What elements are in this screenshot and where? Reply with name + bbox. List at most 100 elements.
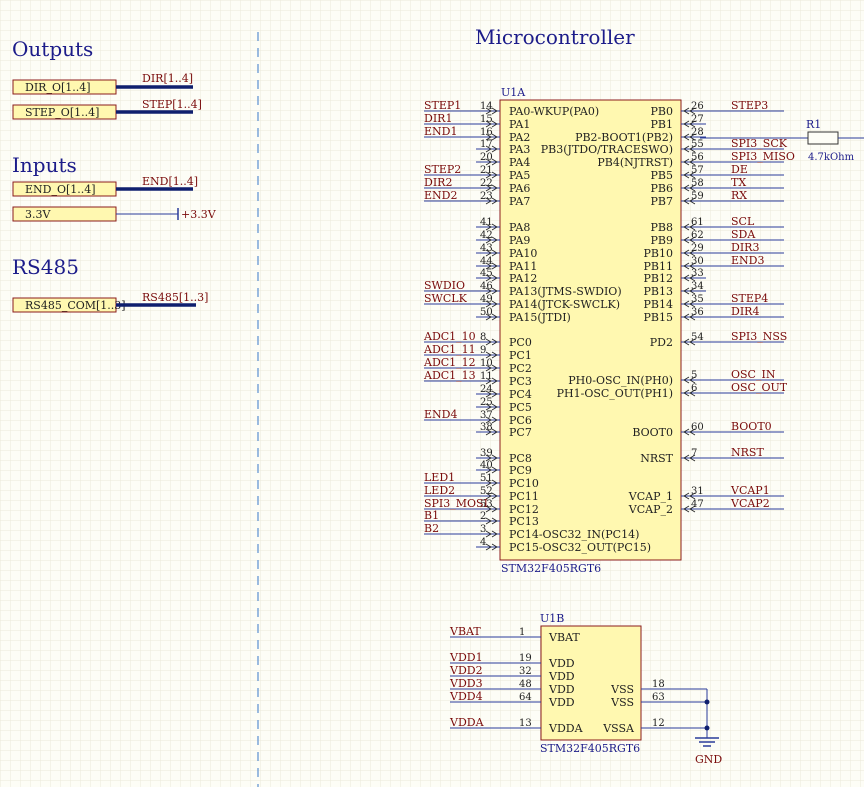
pin-number: 61 <box>691 217 704 228</box>
pin-number: 28 <box>691 127 704 138</box>
port-step-o[interactable]: STEP_O[1..4] <box>12 104 117 120</box>
pin-number: 21 <box>480 165 493 176</box>
port-step-o-label: STEP_O[1..4] <box>25 106 99 119</box>
port-dir-o[interactable]: DIR_O[1..4] <box>12 79 117 95</box>
pin-number: 55 <box>691 139 704 150</box>
net-label: OSC_OUT <box>731 381 788 394</box>
pin-number: 44 <box>480 256 493 267</box>
pin-name: PB12 <box>644 272 673 285</box>
pin-name: PB15 <box>644 311 673 324</box>
pin-name: PA7 <box>509 195 530 208</box>
microcontroller-heading: Microcontroller <box>475 25 635 49</box>
net-label: STEP3 <box>731 99 768 112</box>
r1-resistor[interactable]: R1 4.7kOhm <box>700 118 864 163</box>
u1b-body <box>540 625 642 741</box>
port-end-o[interactable]: END_O[1..4] <box>12 181 117 197</box>
pin-number: 29 <box>691 243 704 254</box>
pin-number: 13 <box>519 718 532 729</box>
pin-number: 2 <box>480 511 486 522</box>
pin-number: 32 <box>519 666 532 677</box>
pin-number: 36 <box>691 307 704 318</box>
pin-name: PC9 <box>509 464 532 477</box>
r1-value: 4.7kOhm <box>808 152 855 163</box>
net-label: ADC1_10 <box>423 330 476 343</box>
u1b-designator: U1B <box>540 612 564 625</box>
pin-number: 20 <box>480 152 493 163</box>
pin-number: 62 <box>691 230 704 241</box>
port-3v3[interactable]: 3.3V <box>12 206 117 222</box>
inputs-heading: Inputs <box>12 153 77 177</box>
r1-designator: R1 <box>806 118 821 131</box>
port-rs485-com[interactable]: RS485_COM[1..3] <box>12 297 126 313</box>
